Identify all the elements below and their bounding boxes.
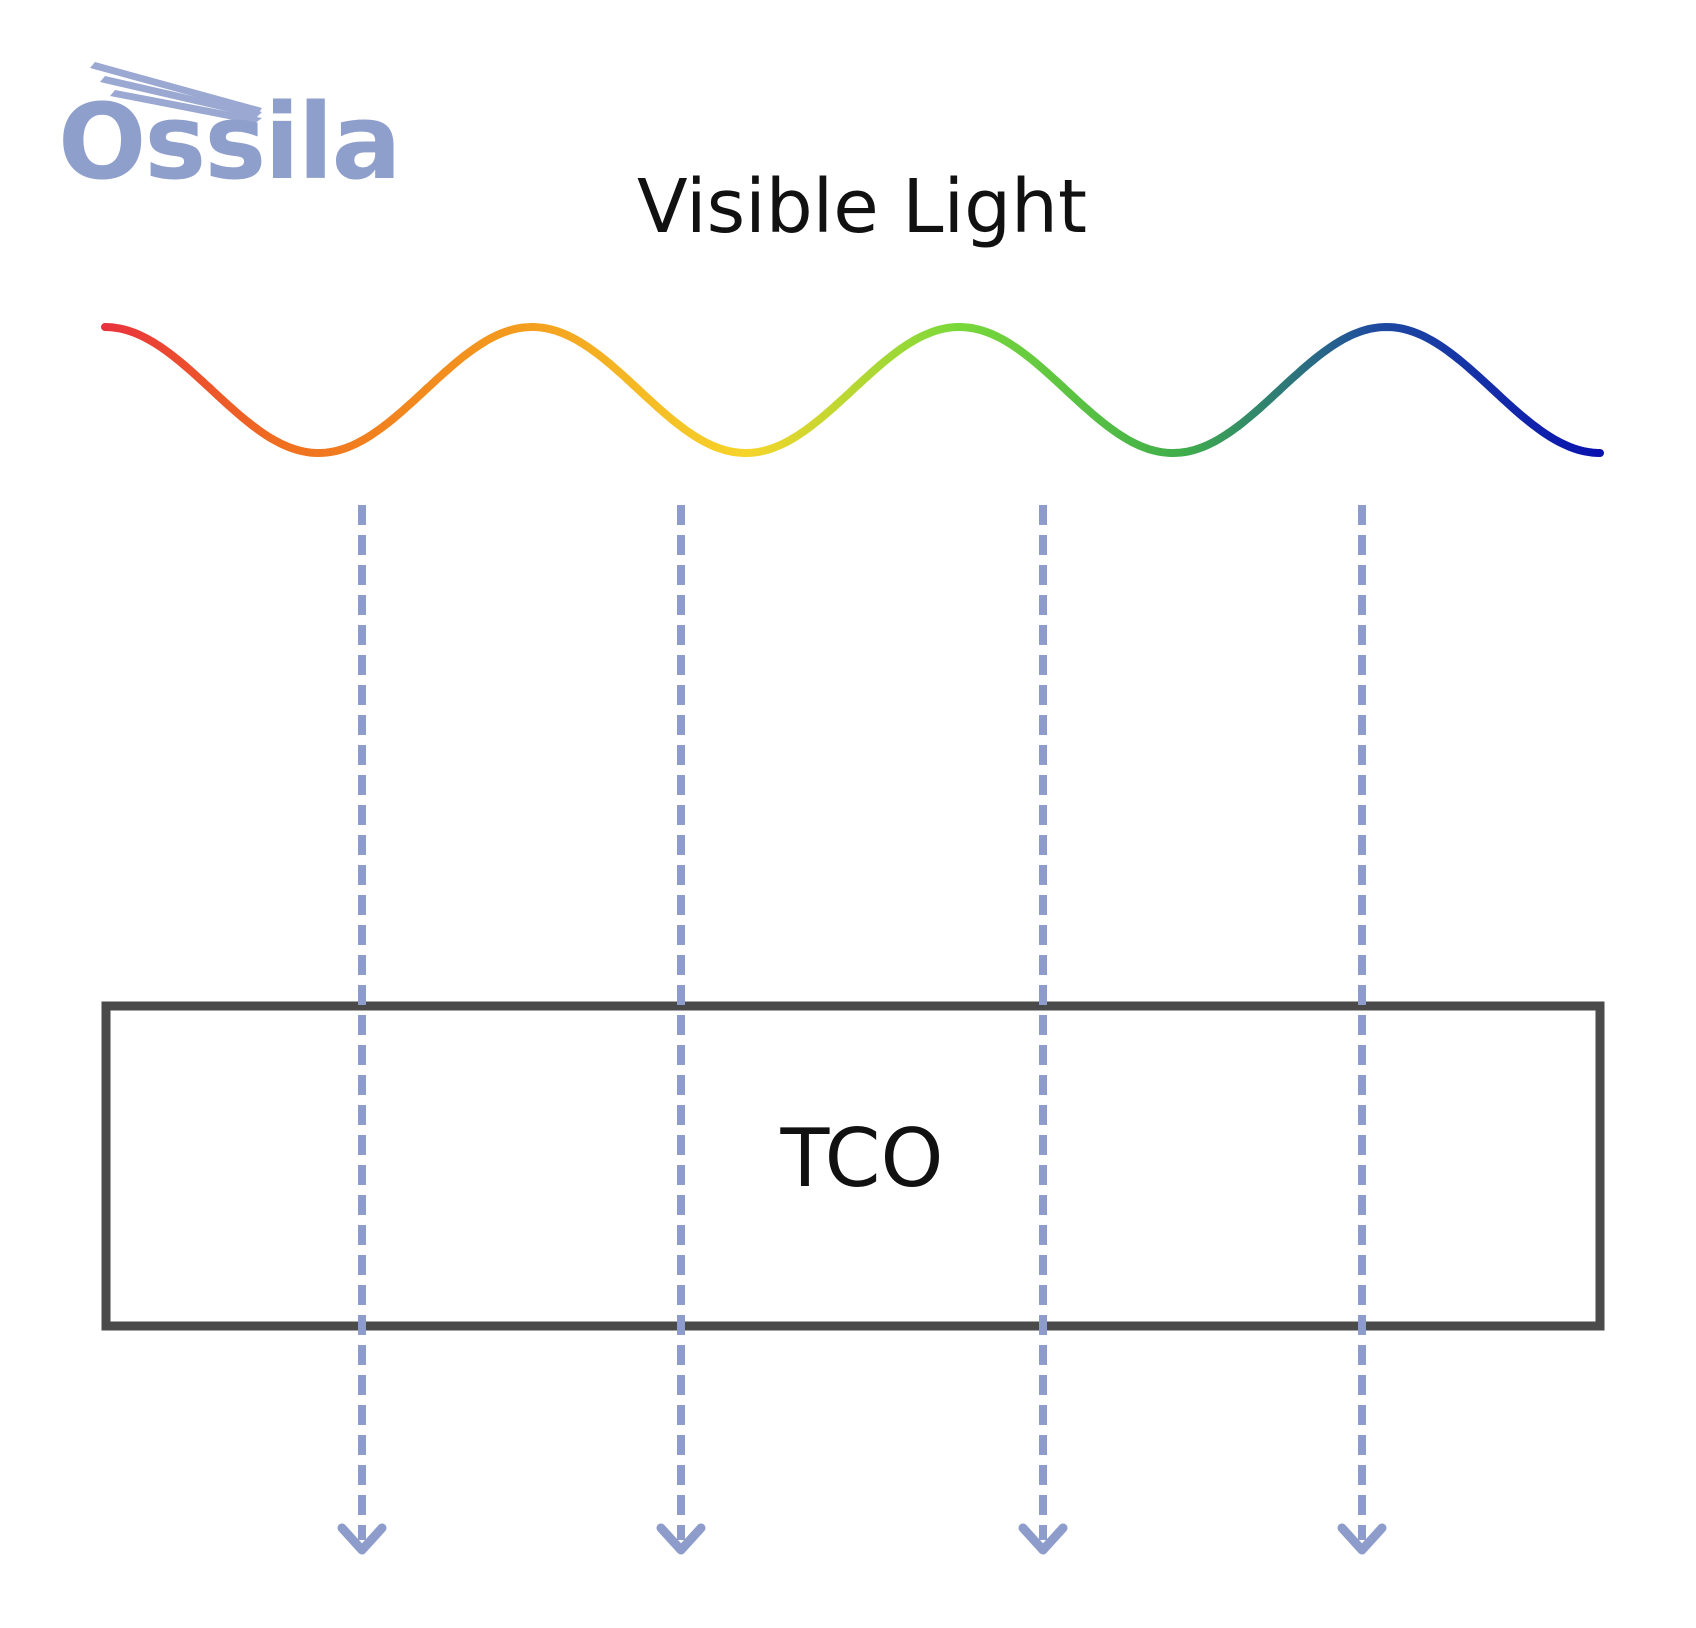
diagram-title: Visible Light (637, 164, 1087, 250)
ossila-logo: Ossila (58, 62, 402, 203)
logo-wing-icon (90, 62, 262, 124)
transmitted-light-arrows (337, 505, 1387, 1555)
arrow-head-icon (1337, 1523, 1387, 1555)
arrow-head-icon (1018, 1523, 1068, 1555)
logo-wordmark: Ossila (58, 81, 400, 203)
visible-light-wave (101, 322, 1604, 458)
arrow-head-icon (656, 1523, 706, 1555)
arrow-head-icon (337, 1523, 387, 1555)
tco-label: TCO (779, 1112, 943, 1205)
tco-box (101, 1001, 1605, 1331)
